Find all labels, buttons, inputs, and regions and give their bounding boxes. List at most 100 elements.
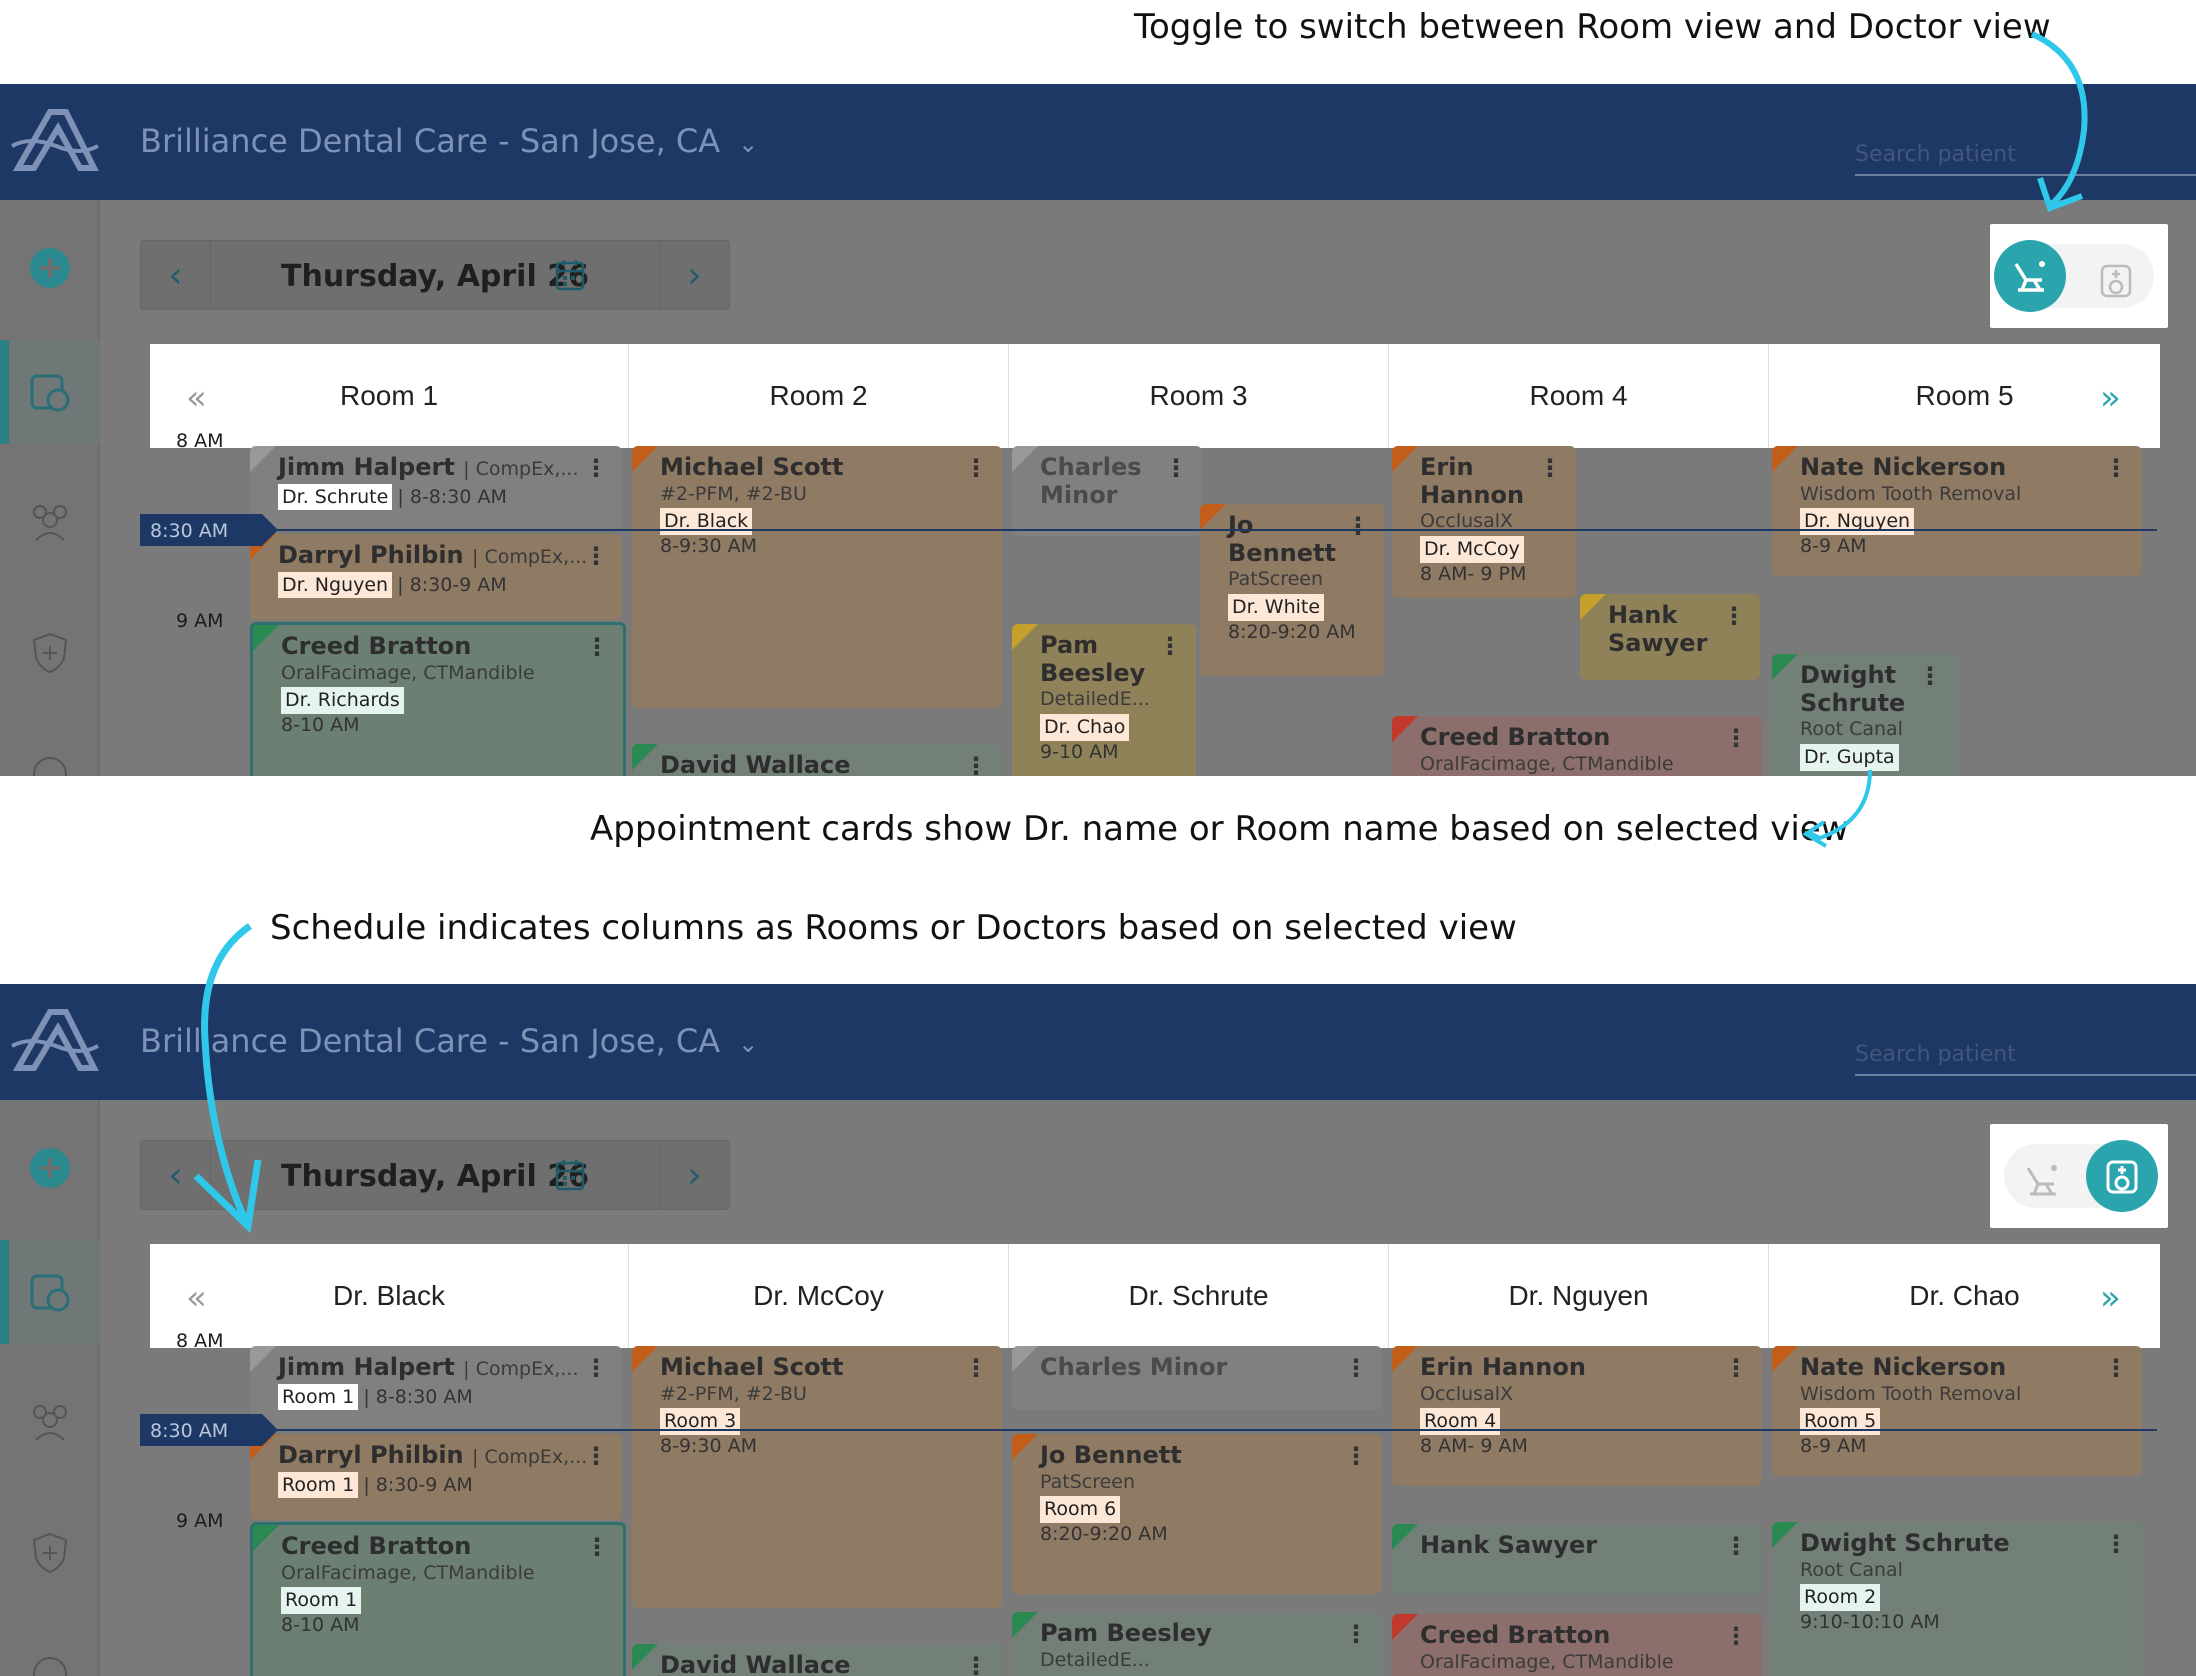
procedure: OcclusalX	[1420, 1382, 1514, 1405]
next-day-button[interactable]: ›	[659, 1141, 729, 1209]
more-icon[interactable]: ⋮	[1158, 632, 1182, 660]
procedure: OralFacimage, CTMandible	[1420, 1650, 1674, 1673]
add-icon[interactable]	[28, 1146, 72, 1190]
calendar-icon[interactable]	[555, 259, 585, 291]
more-icon[interactable]: ⋮	[2104, 1354, 2128, 1382]
more-icon[interactable]: ⋮	[964, 1354, 988, 1382]
doctor-view-screenshot: Brilliance Dental Care - San Jose, CA⌄ S…	[0, 984, 2196, 1676]
more-icon[interactable]: ⋮	[964, 1652, 988, 1676]
more-icon[interactable]: ⋮	[964, 752, 988, 776]
appointment-card[interactable]: ⋮Darryl Philbin | CompEx,...Room 1 | 8:3…	[250, 1434, 622, 1520]
more-icon[interactable]: ⋮	[584, 454, 608, 482]
view-toggle[interactable]	[1990, 1124, 2168, 1228]
shield-icon[interactable]	[28, 1530, 72, 1574]
clinic-selector[interactable]: Brilliance Dental Care - San Jose, CA⌄	[140, 122, 758, 160]
search-input[interactable]: Search patient	[1855, 138, 2196, 176]
doctor-view-icon[interactable]	[2088, 252, 2144, 308]
search-input[interactable]: Search patient	[1855, 1038, 2196, 1076]
arrow-to-toggle	[2030, 31, 2088, 207]
scroll-left-icon[interactable]: «	[186, 378, 207, 418]
shield-icon[interactable]	[28, 630, 72, 674]
more-icon[interactable]: ⋮	[1344, 1442, 1368, 1470]
appointment-card[interactable]: ⋮David Wallace	[632, 1644, 1002, 1676]
date-navigator: ‹ Thursday, April 26 ›	[140, 1140, 730, 1210]
scroll-right-icon[interactable]: »	[2100, 378, 2121, 418]
more-icon[interactable]: ⋮	[1724, 1622, 1748, 1650]
appointment-card[interactable]: ⋮Charles Minor	[1012, 446, 1202, 536]
schedule-icon[interactable]	[28, 370, 72, 414]
more-icon[interactable]: ⋮	[1724, 1354, 1748, 1382]
more-icon[interactable]: ⋮	[584, 542, 608, 570]
scroll-left-icon[interactable]: «	[186, 1278, 207, 1318]
toggle-track	[2004, 1140, 2158, 1212]
more-icon[interactable]: ⋮	[1724, 724, 1748, 752]
history-icon[interactable]	[28, 752, 72, 776]
appointment-time: 8-10 AM	[281, 713, 360, 736]
more-icon[interactable]: ⋮	[1344, 1354, 1368, 1382]
doctor-view-icon[interactable]	[2086, 1140, 2158, 1212]
more-icon[interactable]: ⋮	[585, 1533, 609, 1561]
appointment-card[interactable]: ⋮David Wallace	[632, 744, 1002, 776]
more-icon[interactable]: ⋮	[1344, 1620, 1368, 1648]
status-flag	[632, 1644, 658, 1670]
clinic-selector[interactable]: Brilliance Dental Care - San Jose, CA⌄	[140, 1022, 758, 1060]
status-flag	[1200, 504, 1226, 530]
calendar-icon[interactable]	[555, 1159, 585, 1191]
more-icon[interactable]: ⋮	[2104, 1530, 2128, 1558]
more-icon[interactable]: ⋮	[1722, 602, 1746, 630]
appointment-card[interactable]: ⋮Charles Minor	[1012, 1346, 1382, 1410]
add-icon[interactable]	[28, 246, 72, 290]
next-day-button[interactable]: ›	[659, 241, 729, 309]
schedule-icon[interactable]	[28, 1270, 72, 1314]
appointment-card[interactable]: ⋮Jimm Halpert | CompEx,...Room 1 | 8-8:3…	[250, 1346, 622, 1430]
room-view-chair-icon[interactable]	[2014, 1152, 2070, 1208]
appointment-card[interactable]: ⋮Hank Sawyer	[1392, 1524, 1762, 1594]
more-icon[interactable]: ⋮	[584, 1354, 608, 1382]
more-icon[interactable]: ⋮	[1918, 662, 1942, 690]
patient-name: Dwight Schrute	[1800, 661, 1906, 717]
history-icon[interactable]	[28, 1652, 72, 1676]
scroll-right-icon[interactable]: »	[2100, 1278, 2121, 1318]
patients-icon[interactable]	[28, 1400, 72, 1444]
room-view-chair-icon[interactable]	[1994, 240, 2066, 312]
more-icon[interactable]: ⋮	[2104, 454, 2128, 482]
procedure: PatScreen	[1040, 1470, 1136, 1493]
more-icon[interactable]: ⋮	[584, 1442, 608, 1470]
prev-day-button[interactable]: ‹	[141, 1141, 211, 1209]
appointment-card[interactable]: ⋮Jimm Halpert | CompEx,...Dr. Schrute | …	[250, 446, 622, 530]
patients-icon[interactable]	[28, 500, 72, 544]
top-navbar: Brilliance Dental Care - San Jose, CA⌄ S…	[0, 84, 2196, 200]
more-icon[interactable]: ⋮	[585, 633, 609, 661]
clinic-name: Brilliance Dental Care - San Jose, CA	[140, 1022, 721, 1060]
patient-name: Jo Bennett	[1040, 1441, 1182, 1469]
column-header: Dr. Black	[150, 1244, 629, 1348]
schedule-header: « Room 1 Room 2 Room 3 Room 4 Room 5 »	[150, 344, 2160, 448]
more-icon[interactable]: ⋮	[964, 454, 988, 482]
prev-day-button[interactable]: ‹	[141, 241, 211, 309]
appointment-card[interactable]: ⋮Darryl Philbin | CompEx,...Dr. Nguyen |…	[250, 534, 622, 620]
more-icon[interactable]: ⋮	[1346, 512, 1370, 540]
column-header: Dr. Schrute	[1009, 1244, 1389, 1348]
more-icon[interactable]: ⋮	[1724, 1532, 1748, 1560]
more-icon[interactable]: ⋮	[1538, 454, 1562, 482]
more-icon[interactable]: ⋮	[1164, 454, 1188, 482]
sidebar	[0, 1100, 100, 1676]
view-toggle[interactable]	[1990, 224, 2168, 328]
appointment-card[interactable]: ⋮Hank Sawyer	[1580, 594, 1760, 680]
procedure: Root Canal	[1800, 1558, 1903, 1581]
